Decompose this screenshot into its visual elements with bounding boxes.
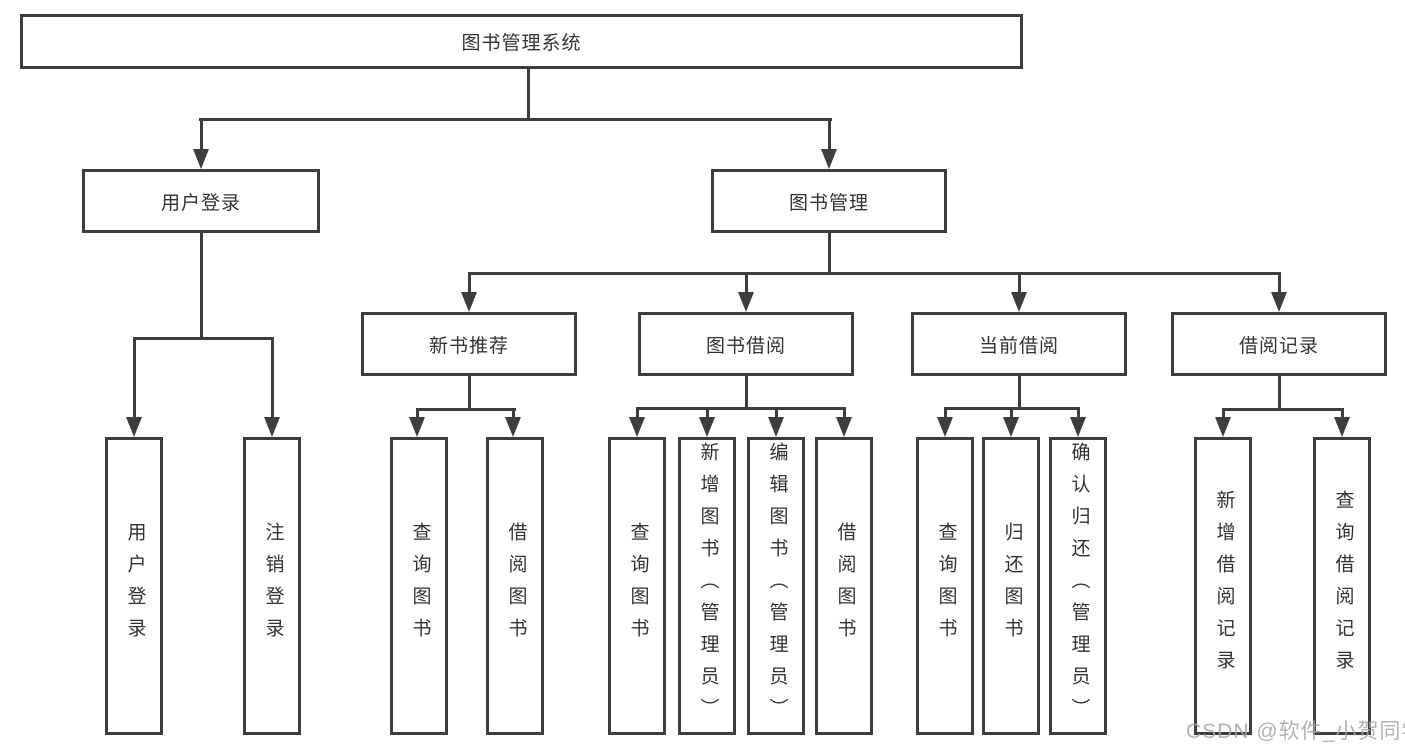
arrow-down-icon (738, 292, 754, 312)
arrow-down-icon (409, 417, 425, 437)
node-new-book-recommend: 新书推荐 (361, 312, 577, 376)
connector-line (200, 230, 203, 340)
connector-line (944, 407, 947, 419)
node-current-borrow-label: 当前借阅 (978, 335, 1059, 357)
arrow-down-icon (768, 417, 784, 437)
leaf-label: 编辑图书（管理员） (766, 442, 788, 730)
node-book-borrow-label: 图书借阅 (705, 335, 786, 357)
node-book-management: 图书管理 (711, 169, 947, 233)
connector-line (133, 337, 136, 419)
arrow-down-icon (264, 417, 280, 437)
connector-line (843, 407, 846, 419)
arrow-down-icon (193, 149, 209, 169)
node-borrow-records-label: 借阅记录 (1238, 335, 1319, 357)
connector-line (468, 272, 471, 294)
leaf-query-books-current: 查询图书 (916, 437, 974, 735)
connector-line (133, 337, 274, 340)
connector-line (775, 407, 778, 419)
arrow-down-icon (1334, 417, 1350, 437)
connector-line (468, 272, 1281, 275)
leaf-label: 查询图书 (627, 522, 649, 650)
connector-line (271, 337, 274, 419)
node-root-label: 图书管理系统 (461, 33, 582, 54)
leaf-label: 查询图书 (935, 522, 957, 650)
connector-line (828, 118, 831, 152)
connector-line (416, 408, 516, 411)
node-user-login: 用户登录 (82, 169, 320, 233)
node-borrow-records: 借阅记录 (1171, 312, 1387, 376)
arrow-down-icon (1011, 292, 1027, 312)
connector-line (636, 407, 846, 410)
leaf-label: 查询借阅记录 (1332, 490, 1354, 682)
connector-line (200, 118, 203, 152)
csdn-watermark: CSDN @软件_小贺同学 (1186, 720, 1405, 743)
arrow-down-icon (629, 417, 645, 437)
arrow-down-icon (1271, 292, 1287, 312)
leaf-label: 新增图书（管理员） (697, 442, 719, 730)
connector-line (1077, 407, 1080, 419)
leaf-add-borrow-record: 新增借阅记录 (1194, 437, 1252, 735)
leaf-label: 用户登录 (124, 522, 146, 650)
arrow-down-icon (1003, 417, 1019, 437)
leaf-label: 确认归还（管理员） (1068, 442, 1090, 730)
node-root: 图书管理系统 (20, 14, 1023, 69)
node-new-book-recommend-label: 新书推荐 (428, 335, 509, 357)
leaf-return-books: 归还图书 (982, 437, 1040, 735)
connector-line (1018, 272, 1021, 294)
arrow-down-icon (1070, 417, 1086, 437)
node-book-borrow: 图书借阅 (638, 312, 854, 376)
connector-line (1341, 408, 1344, 419)
leaf-label: 查询图书 (409, 522, 431, 650)
connector-line (199, 118, 832, 121)
arrow-down-icon (461, 292, 477, 312)
arrow-down-icon (126, 417, 142, 437)
arrow-down-icon (821, 149, 837, 169)
connector-line (1278, 272, 1281, 294)
leaf-label: 新增借阅记录 (1213, 490, 1235, 682)
connector-line (1278, 374, 1281, 411)
leaf-borrow-books-recommend: 借阅图书 (486, 437, 544, 735)
node-user-login-label: 用户登录 (160, 192, 241, 214)
leaf-borrow-books: 借阅图书 (815, 437, 873, 735)
leaf-edit-books-admin: 编辑图书（管理员） (747, 437, 805, 735)
connector-line (1010, 407, 1013, 419)
connector-line (1222, 408, 1225, 419)
connector-line (468, 374, 471, 411)
arrow-down-icon (699, 417, 715, 437)
connector-line (1018, 374, 1021, 410)
arrow-down-icon (1215, 417, 1231, 437)
connector-line (828, 230, 831, 275)
leaf-logout: 注销登录 (243, 437, 301, 735)
arrow-down-icon (937, 417, 953, 437)
node-book-management-label: 图书管理 (788, 192, 869, 214)
leaf-label: 注销登录 (262, 522, 284, 650)
connector-line (527, 69, 530, 121)
node-current-borrow: 当前借阅 (911, 312, 1127, 376)
connector-line (745, 374, 748, 410)
leaf-label: 归还图书 (1001, 522, 1023, 650)
connector-line (1222, 408, 1344, 411)
leaf-label: 借阅图书 (505, 522, 527, 650)
connector-line (512, 408, 515, 419)
arrow-down-icon (836, 417, 852, 437)
connector-line (706, 407, 709, 419)
leaf-query-books-borrow: 查询图书 (608, 437, 666, 735)
connector-line (636, 407, 639, 419)
connector-line (416, 408, 419, 419)
leaf-user-login: 用户登录 (105, 437, 163, 735)
leaf-add-books-admin: 新增图书（管理员） (678, 437, 736, 735)
connector-line (745, 272, 748, 294)
leaf-query-borrow-record: 查询借阅记录 (1313, 437, 1371, 735)
leaf-query-books-recommend: 查询图书 (390, 437, 448, 735)
leaf-confirm-return-admin: 确认归还（管理员） (1049, 437, 1107, 735)
arrow-down-icon (505, 417, 521, 437)
leaf-label: 借阅图书 (834, 522, 856, 650)
